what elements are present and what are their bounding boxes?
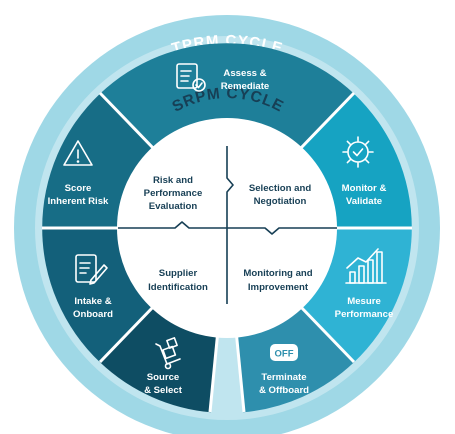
segment-label-source-select-1: Source	[147, 372, 180, 383]
svg-text:Negotiation: Negotiation	[254, 196, 307, 207]
svg-text:Risk and: Risk and	[153, 175, 193, 186]
segment-label-score-inherent-risk-1: Score	[65, 183, 92, 194]
svg-text:Selection and: Selection and	[249, 183, 312, 194]
quadrant-supplier-identification: Supplier Identification	[148, 268, 208, 293]
segment-label-assess-remediate-2: Remediate	[221, 81, 270, 92]
warning-icon	[63, 140, 93, 166]
segment-label-score-inherent-risk-2: Inherent Risk	[48, 196, 109, 207]
segment-label-terminate-offboard-1: Terminate	[261, 372, 306, 383]
segment-label-terminate-offboard-2: & Offboard	[259, 385, 309, 396]
quadrant-risk-evaluation: Risk and Performance Evaluation	[144, 175, 203, 212]
inner-dividers	[118, 146, 337, 304]
quadrant-monitoring-improvement: Monitoring and Improvement	[243, 268, 312, 293]
svg-text:Performance: Performance	[144, 188, 203, 199]
segment-dividers	[42, 91, 412, 413]
document-edit-icon	[75, 254, 108, 285]
off-icon-text: OFF	[275, 349, 294, 360]
bar-chart-icon	[345, 248, 387, 284]
quadrant-selection-negotiation: Selection and Negotiation	[249, 183, 312, 207]
checklist-icon	[176, 63, 206, 92]
segment-label-intake-onboard-2: Onboard	[73, 309, 113, 320]
svg-text:Evaluation: Evaluation	[149, 201, 198, 212]
gear-check-icon	[342, 136, 374, 168]
segment-label-intake-onboard-1: Intake &	[74, 296, 111, 307]
segment-label-monitor-validate-2: Validate	[346, 196, 382, 207]
segment-label-assess-remediate-1: Assess &	[223, 68, 266, 79]
segment-label-mesure-performance-1: Mesure	[347, 296, 381, 307]
svg-text:Supplier: Supplier	[159, 268, 198, 279]
svg-text:Identification: Identification	[148, 282, 208, 293]
segment-label-source-select-2: & Select	[144, 385, 183, 396]
svg-text:Monitoring and: Monitoring and	[243, 268, 312, 279]
hand-truck-icon	[155, 337, 181, 370]
segment-label-monitor-validate-1: Monitor &	[342, 183, 387, 194]
segment-label-mesure-performance-2: Performance	[335, 309, 394, 320]
svg-text:Improvement: Improvement	[248, 282, 309, 293]
off-icon: OFF	[270, 344, 298, 361]
